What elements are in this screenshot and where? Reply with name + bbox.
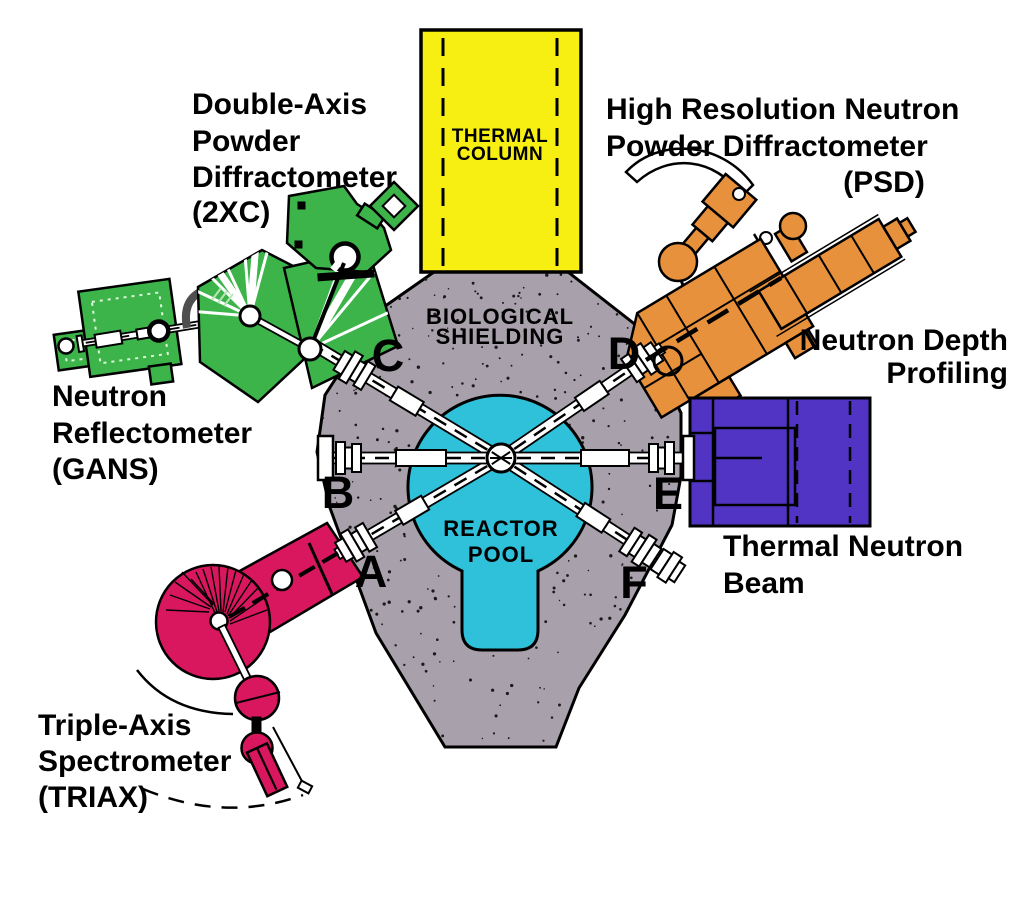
triax-label-3: (TRIAX) [38, 781, 148, 814]
double-axis-label-1: Double-Axis [192, 88, 367, 121]
port-a-label: A [355, 546, 388, 597]
biological-shielding-label-2: SHIELDING [436, 324, 565, 349]
twoxc-detector-block [285, 184, 393, 274]
high-res-label-1: High Resolution Neutron [606, 93, 959, 126]
beam-d-extension [644, 276, 783, 362]
triax-inner-arc [136, 669, 234, 716]
psd-arc-band [624, 147, 755, 198]
port-c-label: C [372, 330, 405, 381]
twoxc-hatch [211, 287, 234, 307]
double-axis-label-2: Powder [192, 125, 301, 158]
thermal-beam-label-1: Thermal Neutron [723, 530, 963, 563]
psd-pivot-drum [778, 211, 808, 241]
thermal-column-label-1: THERMAL [452, 126, 548, 147]
port-b-label: B [322, 467, 355, 518]
thermal-column-label-2: COLUMN [457, 144, 543, 165]
triax-label-1: Triple-Axis [38, 709, 191, 742]
high-res-label-2: Powder Diffractometer [606, 130, 928, 163]
beam-c [306, 337, 494, 457]
neutron-depth-label-2: Profiling [886, 357, 1008, 390]
double-axis-label-4: (2XC) [192, 196, 270, 229]
top-connectors [227, 262, 783, 619]
beam-b [316, 434, 488, 482]
triax-instrument [136, 521, 365, 809]
twoxc-monochromator-hub [238, 304, 262, 328]
thermal-neutron-beam-block [688, 396, 872, 528]
triax-beam-circle [270, 568, 294, 592]
thermal-beam-label-2: Beam [723, 567, 805, 600]
triax-label-2: Spectrometer [38, 745, 232, 778]
double-axis-label-3: Diffractometer [192, 161, 397, 194]
port-f-label: F [620, 557, 648, 608]
gans-label-3: (GANS) [52, 453, 159, 486]
port-letters: C D B E A F [322, 328, 683, 608]
beam-e [514, 434, 696, 482]
twoxc-sample-hub [297, 336, 323, 362]
beam-f [508, 459, 687, 584]
text-labels: THERMAL COLUMN BIOLOGICAL SHIELDING REAC… [38, 88, 1008, 814]
thermal-column-block [419, 28, 583, 274]
port-d-label: D [608, 328, 641, 379]
beam-tubes [306, 337, 696, 584]
neutron-depth-label-1: Neutron Depth [800, 324, 1008, 357]
psd-monochromator-drum [657, 241, 699, 283]
psd-detector-tube [749, 213, 918, 338]
triax-sweep-arc [142, 787, 304, 809]
gans-label-2: Reflectometer [52, 417, 252, 450]
high-res-label-3: (PSD) [843, 166, 925, 199]
gans-label-1: Neutron [52, 380, 167, 413]
port-e-label: E [653, 468, 683, 519]
reactor-pool-label-1: REACTOR [443, 516, 558, 541]
triax-fan-lines [165, 565, 268, 625]
biological-shielding-label-1: BIOLOGICAL [426, 304, 574, 329]
ndp-sample-circle [652, 345, 684, 377]
reactor-pool-label-2: POOL [468, 542, 534, 567]
